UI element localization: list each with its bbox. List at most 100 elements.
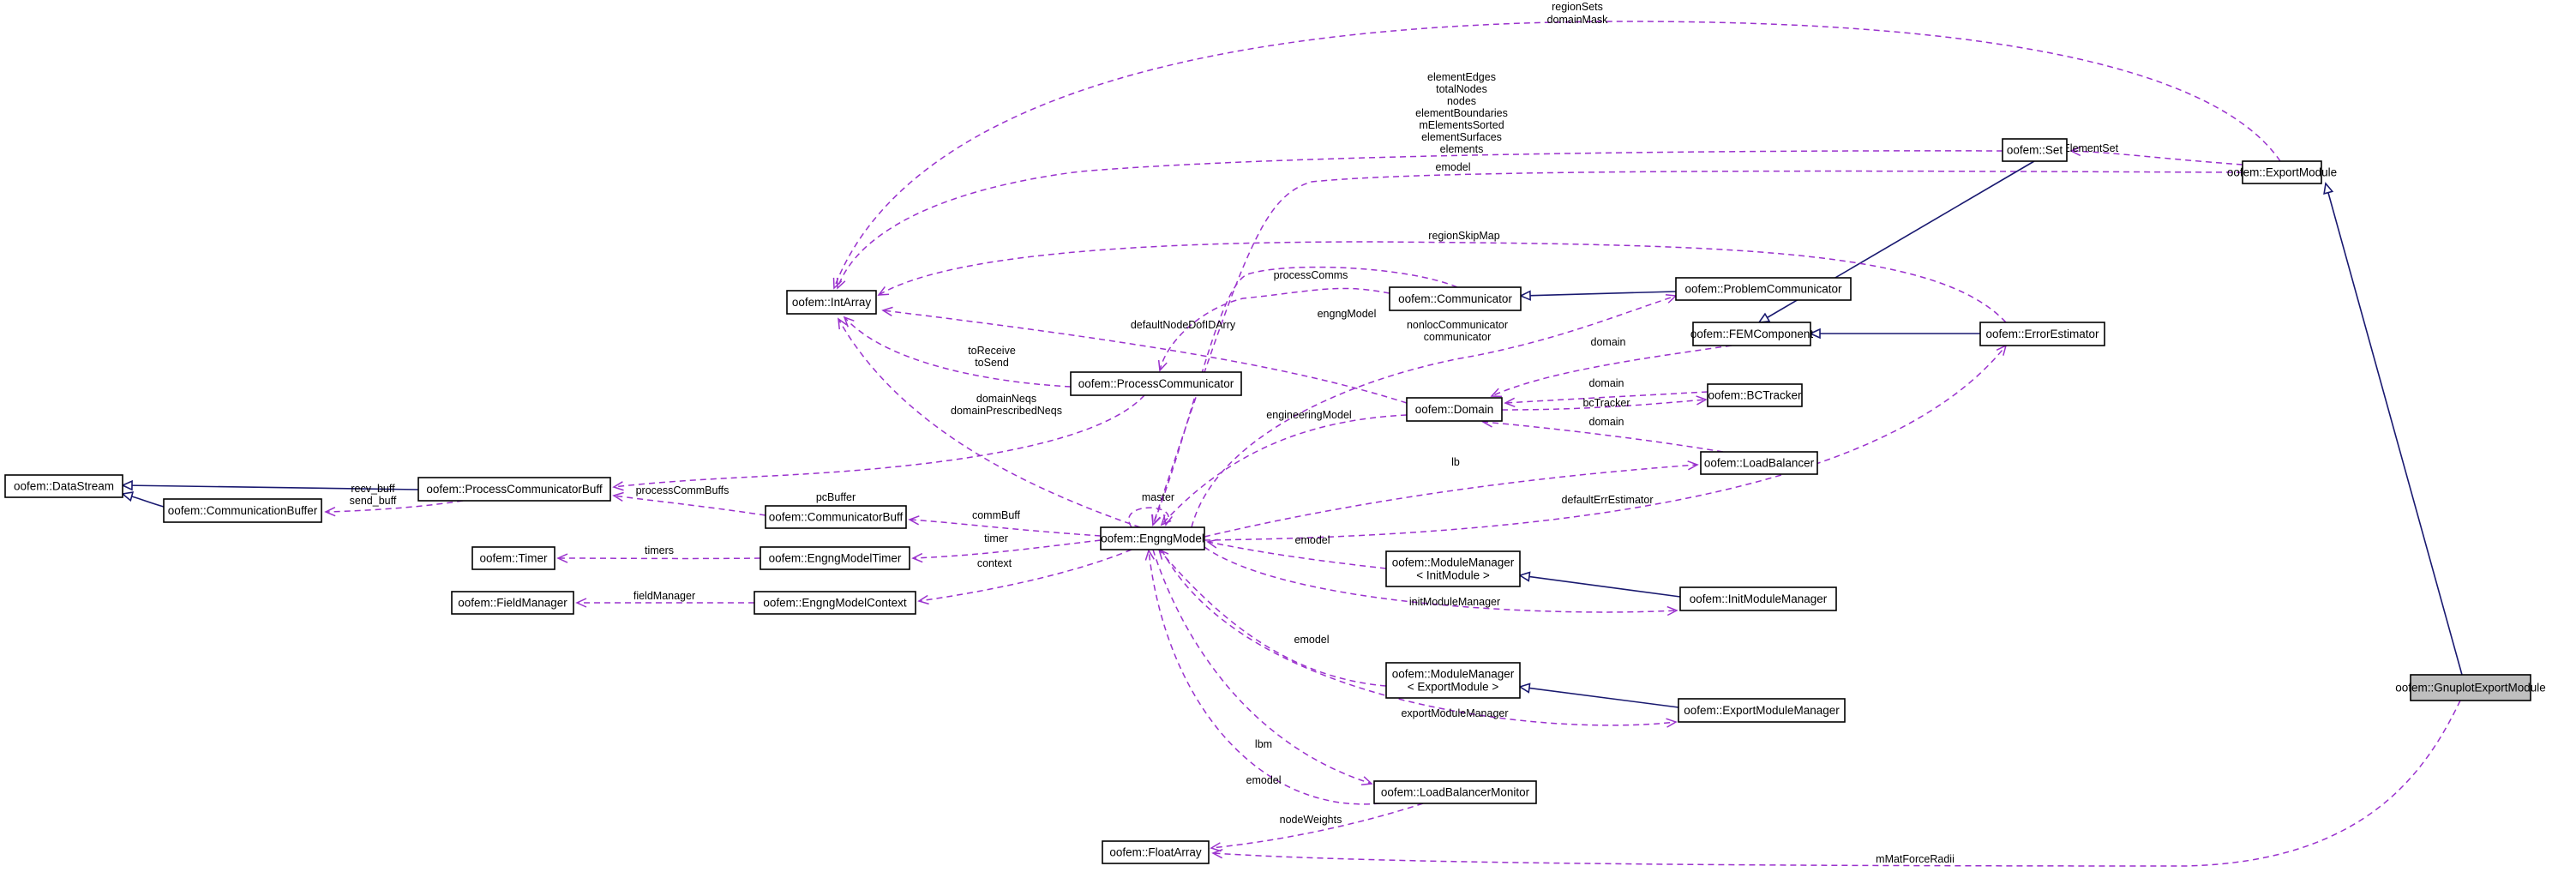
edge-label: regionSets	[1552, 1, 1603, 13]
class-node-commbuff[interactable]: oofem::CommunicatorBuff	[765, 505, 907, 529]
usage-edge-line	[1212, 700, 2461, 867]
class-node-engngtimer[interactable]: oofem::EngngModelTimer	[760, 546, 910, 570]
class-node-box	[2242, 160, 2322, 184]
class-node-domain[interactable]: oofem::Domain	[1406, 397, 1503, 422]
class-node-box	[417, 477, 611, 502]
usage-edge-line	[837, 150, 2003, 289]
inheritance-edge-line	[122, 484, 419, 490]
class-node-lbmonitor[interactable]: oofem::LoadBalancerMonitor	[1373, 780, 1537, 804]
edge-label: regionSkipMap	[1428, 230, 1499, 242]
usage-edge-line	[912, 539, 1102, 559]
edge-label: defaultNodeDofIDArry	[1131, 319, 1236, 331]
class-node-box	[2410, 674, 2531, 701]
class-node-exportmodule[interactable]: oofem::ExportModule	[2227, 160, 2337, 184]
class-node-label: oofem::GnuplotExportModule	[2395, 682, 2546, 695]
class-node-box	[2002, 138, 2068, 162]
edge-label: elements	[1440, 143, 1484, 155]
usage-edge-line	[613, 394, 1145, 488]
class-node-intarray[interactable]: oofem::IntArray	[786, 290, 877, 315]
class-node-label: oofem::EngngModel	[1101, 532, 1204, 545]
class-node-fieldmanager[interactable]: oofem::FieldManager	[451, 591, 574, 615]
class-node-floatarray[interactable]: oofem::FloatArray	[1102, 840, 1210, 864]
edge-label: mElementsSorted	[1419, 119, 1504, 131]
edge-label: commBuff	[972, 509, 1021, 521]
class-node-label: oofem::ProcessCommunicatorBuff	[426, 483, 603, 496]
class-node-box	[1389, 286, 1522, 311]
usage-arrowhead-icon	[1696, 395, 1708, 406]
usage-edge-e31: timer	[911, 532, 1102, 563]
usage-edge-e6: elementEdgestotalNodesnodeselementBounda…	[836, 71, 2003, 290]
class-node-label: oofem::ProblemCommunicator	[1684, 283, 1842, 296]
class-node-datastream[interactable]: oofem::DataStream	[4, 474, 123, 498]
class-node-box	[1070, 371, 1242, 396]
usage-arrowhead-icon	[1666, 718, 1678, 728]
edge-label: bcTracker	[1582, 397, 1630, 409]
class-node-label: oofem::ErrorEstimator	[1985, 328, 2099, 340]
usage-edge-line	[613, 495, 766, 516]
usage-edge-line	[1204, 464, 1698, 538]
usage-edge-e30: defaultErrEstimator	[1204, 344, 2008, 541]
class-node-bctracker[interactable]: oofem::BCTracker	[1707, 383, 1803, 407]
usage-arrowhead-icon	[917, 594, 929, 605]
usage-arrowhead-icon	[1490, 388, 1503, 398]
class-node-problemcomm[interactable]: oofem::ProblemCommunicator	[1675, 277, 1852, 301]
usage-edge-e41: lbm	[1152, 549, 1373, 786]
edge-label: lb	[1451, 456, 1460, 468]
class-node-label: < InitModule >	[1416, 569, 1490, 582]
usage-arrowhead-icon	[1360, 776, 1373, 786]
class-node-commbuffer[interactable]: oofem::CommunicationBuffer	[163, 498, 322, 523]
inheritance-edge-e25	[121, 491, 165, 508]
class-node-set[interactable]: oofem::Set	[2002, 138, 2068, 162]
class-node-errorestimator[interactable]: oofem::ErrorEstimator	[1979, 322, 2105, 346]
edge-label: exportModuleManager	[1401, 707, 1508, 719]
usage-edge-line	[1152, 549, 1372, 785]
class-node-timer[interactable]: oofem::Timer	[471, 546, 555, 570]
class-node-communicator[interactable]: oofem::Communicator	[1389, 286, 1522, 311]
usage-edge-e12: engngModel	[1151, 266, 1458, 526]
class-node-mminit[interactable]: oofem::ModuleManager< InitModule >	[1385, 550, 1521, 587]
edge-layer: mMatForceRadiiregionSetsdomainMaskdefaul…	[121, 1, 2463, 867]
class-node-gnuplot[interactable]: oofem::GnuplotExportModule	[2395, 674, 2546, 701]
usage-arrowhead-icon	[556, 553, 568, 563]
usage-edge-line	[1482, 421, 1724, 453]
edge-label: timers	[645, 544, 674, 556]
usage-edge-e28: commBuff	[908, 509, 1102, 537]
usage-edge-line	[1152, 266, 1458, 526]
inheritance-arrowhead-icon	[1757, 312, 1771, 323]
usage-edge-line	[1207, 541, 1387, 569]
class-node-box	[1679, 586, 1837, 611]
usage-edge-line	[909, 519, 1102, 537]
usage-arrowhead-icon	[1151, 514, 1162, 526]
edge-label: domainPrescribedNeqs	[951, 405, 1062, 417]
class-node-pcbuff[interactable]: oofem::ProcessCommunicatorBuff	[417, 477, 611, 502]
usage-arrowhead-icon	[877, 286, 890, 296]
inheritance-arrowhead-icon	[2323, 182, 2334, 195]
usage-edge-line	[882, 310, 1408, 404]
class-node-box	[163, 498, 322, 523]
class-node-femcomponent[interactable]: oofem::FEMComponent	[1690, 322, 1814, 346]
edge-label: nonlocCommunicator	[1407, 319, 1508, 331]
class-node-initmm[interactable]: oofem::InitModuleManager	[1679, 586, 1837, 611]
inheritance-edge-e24	[121, 479, 419, 491]
usage-arrowhead-icon	[1144, 549, 1155, 561]
class-node-exportmm[interactable]: oofem::ExportModuleManager	[1678, 698, 1846, 723]
usage-edge-line	[1161, 414, 1408, 526]
edge-label: master	[1142, 491, 1174, 503]
class-node-mmexport[interactable]: oofem::ModuleManager< ExportModule >	[1385, 662, 1521, 699]
class-node-box	[786, 290, 877, 315]
inheritance-arrowhead-icon	[121, 491, 135, 502]
class-node-box	[1692, 322, 1811, 346]
usage-edge-line	[838, 318, 1141, 528]
class-node-processcomm[interactable]: oofem::ProcessCommunicator	[1070, 371, 1242, 396]
inheritance-edge-e1	[2323, 182, 2463, 676]
class-node-label: oofem::FieldManager	[458, 597, 567, 610]
edge-label: processComms	[1274, 269, 1348, 281]
usage-edge-line	[325, 500, 464, 513]
class-node-loadbalancer[interactable]: oofem::LoadBalancer	[1700, 451, 1818, 475]
class-node-box	[471, 546, 555, 570]
class-node-engngmodel[interactable]: oofem::EngngModel	[1100, 526, 1205, 550]
usage-arrowhead-icon	[1162, 514, 1173, 526]
edge-label: context	[977, 557, 1012, 569]
class-node-engngcontext[interactable]: oofem::EngngModelContext	[754, 591, 916, 615]
